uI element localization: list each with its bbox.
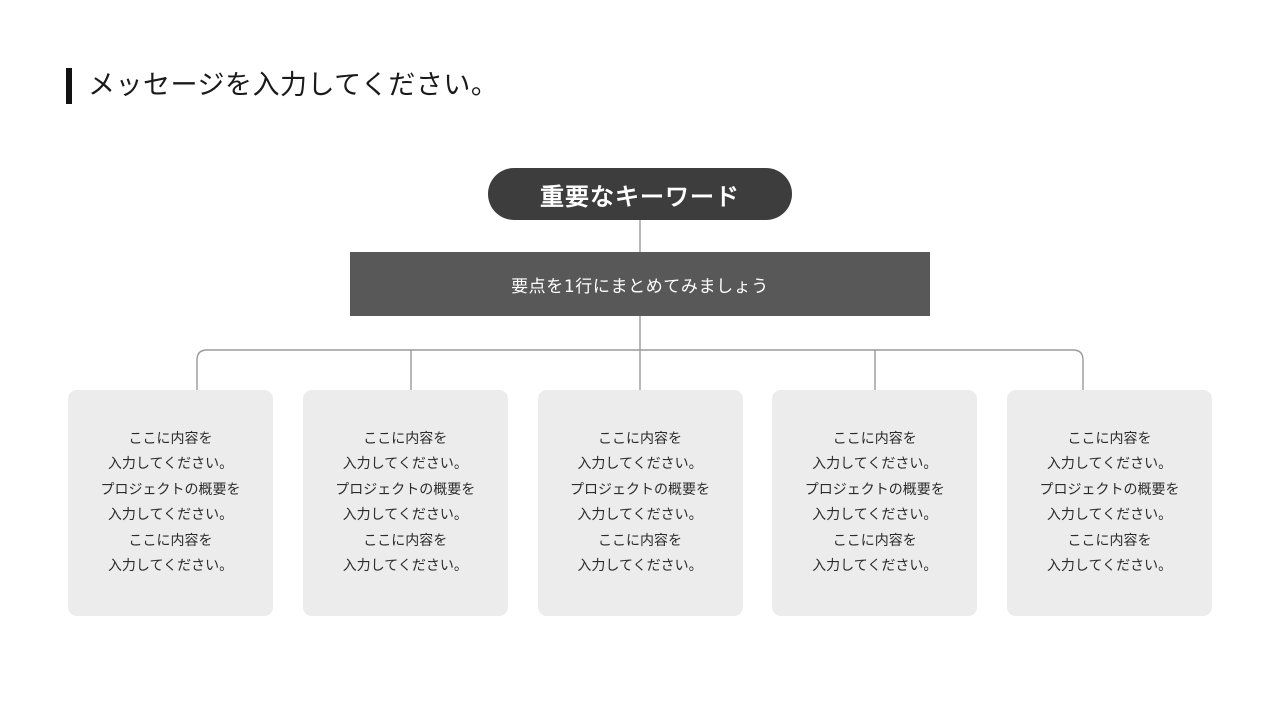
card-line: ここに内容を bbox=[363, 430, 448, 447]
subtitle-bar[interactable]: 要点を1行にまとめてみましょう bbox=[350, 252, 930, 316]
content-card[interactable]: ここに内容を 入力してください。 プロジェクトの概要を 入力してください。 ここ… bbox=[68, 390, 273, 616]
card-line: 入力してください。 bbox=[342, 558, 468, 574]
card-line: プロジェクトの概要を bbox=[570, 481, 710, 498]
content-card[interactable]: ここに内容を 入力してください。 プロジェクトの概要を 入力してください。 ここ… bbox=[772, 390, 978, 616]
root-keyword-node[interactable]: 重要なキーワード bbox=[488, 168, 792, 220]
card-line: ここに内容を bbox=[598, 532, 682, 549]
card-line: 入力してください。 bbox=[1046, 507, 1173, 523]
card-line: 入力してください。 bbox=[107, 558, 234, 574]
card-line: ここに内容を bbox=[832, 532, 917, 549]
content-card[interactable]: ここに内容を 入力してください。 プロジェクトの概要を 入力してください。 ここ… bbox=[537, 390, 743, 616]
card-line: ここに内容を bbox=[832, 430, 917, 447]
card-line: 入力してください。 bbox=[107, 456, 234, 472]
card-line: 入力してください。 bbox=[812, 558, 938, 574]
card-line: プロジェクトの概要を bbox=[1039, 481, 1180, 498]
card-line: 入力してください。 bbox=[1046, 456, 1173, 472]
card-line: 入力してください。 bbox=[577, 456, 703, 472]
card-line: 入力してください。 bbox=[812, 456, 938, 472]
card-line: ここに内容を bbox=[363, 532, 448, 549]
card-line: 入力してください。 bbox=[577, 507, 703, 523]
card-line: ここに内容を bbox=[128, 430, 213, 447]
card-line: ここに内容を bbox=[1067, 532, 1152, 549]
content-card[interactable]: ここに内容を 入力してください。 プロジェクトの概要を 入力してください。 ここ… bbox=[1007, 390, 1212, 616]
card-row: ここに内容を 入力してください。 プロジェクトの概要を 入力してください。 ここ… bbox=[68, 390, 1212, 616]
title-text: メッセージを入力してください。 bbox=[88, 70, 499, 101]
card-line: ここに内容を bbox=[598, 430, 682, 447]
page-title: メッセージを入力してください。 bbox=[66, 66, 498, 106]
card-line: プロジェクトの概要を bbox=[100, 481, 241, 498]
card-line: 入力してください。 bbox=[812, 507, 938, 523]
card-line: 入力してください。 bbox=[342, 507, 468, 523]
card-line: ここに内容を bbox=[1067, 430, 1152, 447]
content-card[interactable]: ここに内容を 入力してください。 プロジェクトの概要を 入力してください。 ここ… bbox=[302, 390, 508, 616]
card-line: プロジェクトの概要を bbox=[335, 481, 476, 498]
subtitle-bar-label: 要点を1行にまとめてみましょう bbox=[511, 276, 769, 297]
root-keyword-label: 重要なキーワード bbox=[540, 182, 740, 211]
card-line: 入力してください。 bbox=[107, 507, 234, 523]
title-accent-bar bbox=[66, 68, 72, 104]
card-line: 入力してください。 bbox=[342, 456, 468, 472]
card-line: 入力してください。 bbox=[577, 558, 703, 574]
card-line: 入力してください。 bbox=[1046, 558, 1173, 574]
connector-rail bbox=[196, 349, 1084, 390]
card-line: プロジェクトの概要を bbox=[804, 481, 945, 498]
card-line: ここに内容を bbox=[128, 532, 213, 549]
